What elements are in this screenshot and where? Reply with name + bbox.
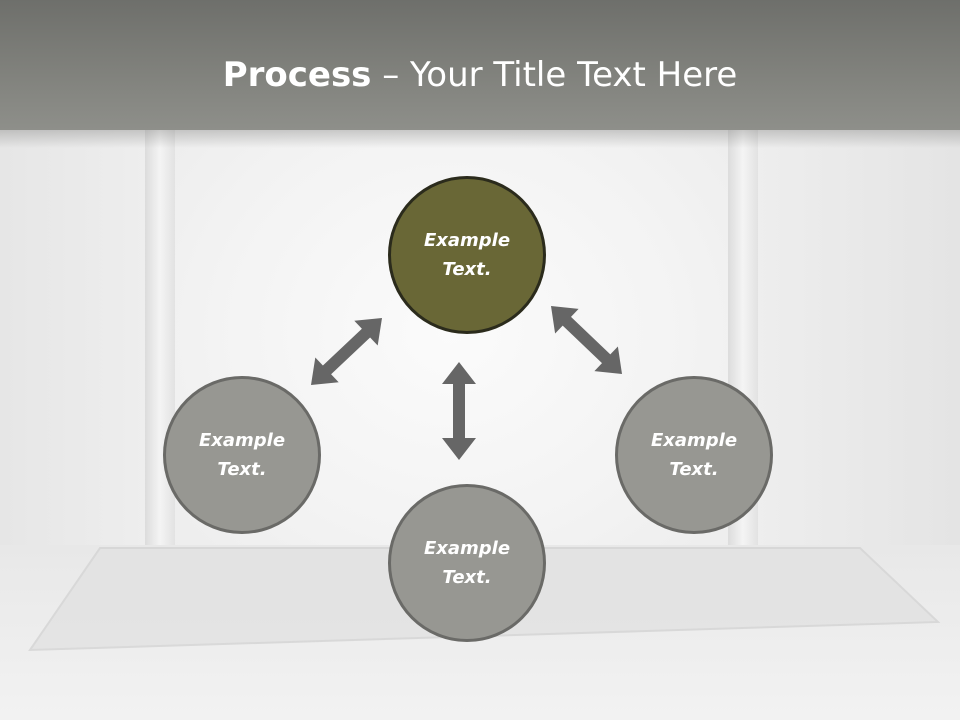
process-node-top[interactable]: Example Text. [388, 176, 546, 334]
title-bar: Process – Your Title Text Here [0, 0, 960, 148]
backdrop-pillar-left [145, 130, 175, 570]
backdrop-wall-right [750, 130, 960, 550]
process-node-left[interactable]: Example Text. [163, 376, 321, 534]
slide-title: Process – Your Title Text Here [0, 54, 960, 96]
slide-title-bold: Process [222, 55, 372, 95]
process-node-bottom[interactable]: Example Text. [388, 484, 546, 642]
arrow-top-left [311, 318, 382, 385]
process-node-right-label: Example Text. [650, 430, 738, 480]
process-node-left-label: Example Text. [198, 430, 286, 480]
slide-title-rest: – Your Title Text Here [371, 55, 738, 95]
process-node-right[interactable]: Example Text. [615, 376, 773, 534]
process-node-top-label: Example Text. [423, 230, 511, 280]
arrow-top-right [551, 306, 622, 374]
arrow-top-bottom [442, 362, 476, 460]
process-node-bottom-label: Example Text. [423, 538, 511, 588]
backdrop-wall-left [0, 130, 150, 550]
